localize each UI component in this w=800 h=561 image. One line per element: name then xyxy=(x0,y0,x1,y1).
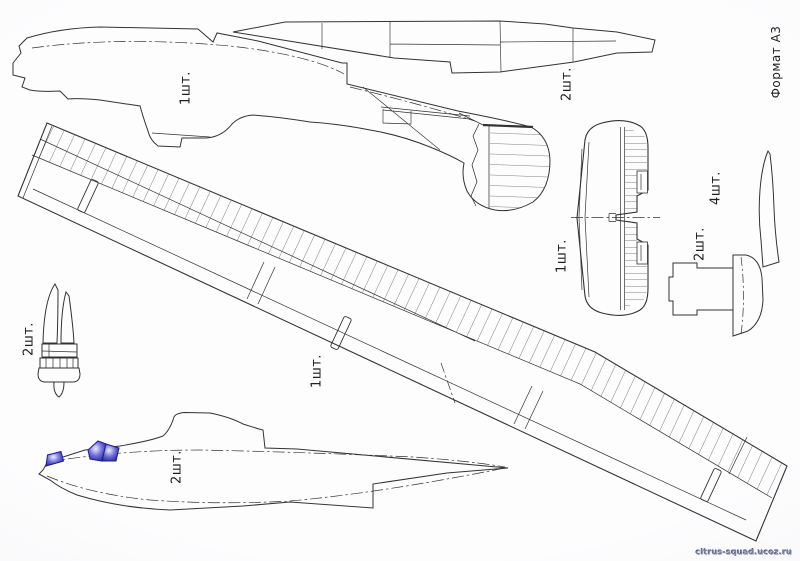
fuselage-side-part xyxy=(38,411,509,511)
fuselage-keel-part xyxy=(12,26,551,212)
tail-fairing-former-zigzag xyxy=(470,123,490,208)
drop-tank-body-line xyxy=(41,344,78,357)
stabilizer-box-bottom xyxy=(636,241,648,265)
drop-tank-prongs xyxy=(42,283,75,344)
outer-wing-panel-outline xyxy=(232,20,656,74)
fuselage-side-centerline-lower xyxy=(46,467,506,504)
stabilizer-spar-lines xyxy=(578,127,625,310)
fuselage-keel-internal-lines xyxy=(151,86,471,151)
outer-wing-panel-part xyxy=(232,20,656,74)
drop-tank-body xyxy=(41,343,78,358)
tail-fairing-hatch xyxy=(490,126,550,211)
qty-label-main-wing: 1шт. xyxy=(309,354,325,388)
wing-slot-tip xyxy=(700,468,722,502)
horizontal-stabilizer-part xyxy=(571,120,660,316)
flanged-plug-flange xyxy=(732,254,764,337)
canopy-glazing xyxy=(45,440,120,467)
stabilizer-box-top xyxy=(636,170,648,194)
flanged-plug-centerline xyxy=(740,256,744,335)
main-wing-panel-divisions xyxy=(246,261,748,475)
canopy-panel-rear xyxy=(101,443,120,462)
fuselage-side-outline xyxy=(38,411,509,511)
windshield-panel xyxy=(45,450,65,467)
main-wing-hinge-centerline xyxy=(440,362,456,404)
flanged-plug-part xyxy=(668,254,764,337)
tail-fairing-top-band xyxy=(482,123,534,129)
main-wing-slots xyxy=(77,179,722,502)
qty-label-outer-wing-panel: 2шт. xyxy=(559,67,575,101)
qty-label-tip-blade: 4шт. xyxy=(708,171,724,205)
stabilizer-hatch-top xyxy=(625,128,647,214)
qty-label-flanged-plug: 2шт. xyxy=(692,227,708,261)
tail-fairing-edge-line xyxy=(458,112,484,126)
qty-label-drop-tank: 2шт. xyxy=(21,322,37,356)
tip-blade-part xyxy=(758,149,780,268)
drop-tank-tip xyxy=(53,381,65,398)
fuselage-keel-centerline xyxy=(31,41,476,122)
main-wing-spar-lines xyxy=(22,125,773,521)
drop-tank-part xyxy=(37,283,81,398)
drop-tank-band-cells xyxy=(45,358,74,368)
drop-tank-skirt xyxy=(37,367,81,383)
qty-label-fuselage-keel: 1шт. xyxy=(178,71,194,105)
flanged-plug-block xyxy=(668,262,733,316)
format-note: Формат А3 xyxy=(769,25,783,99)
fuselage-side-centerline-upper xyxy=(47,449,506,468)
tip-blade-outline xyxy=(758,149,780,268)
outer-wing-panel-ribs xyxy=(321,20,617,73)
qty-label-stabilizer: 1шт. xyxy=(554,239,570,273)
qty-label-fuselage-side: 2шт. xyxy=(169,450,185,484)
watermark: citrus-squad.ucoz.ru xyxy=(695,547,793,557)
wing-slot-mid xyxy=(330,316,352,350)
main-wing-outline xyxy=(17,122,788,542)
main-wing-part xyxy=(17,122,788,542)
stabilizer-hatch-bottom xyxy=(625,221,647,307)
wing-slot-root xyxy=(77,179,99,213)
